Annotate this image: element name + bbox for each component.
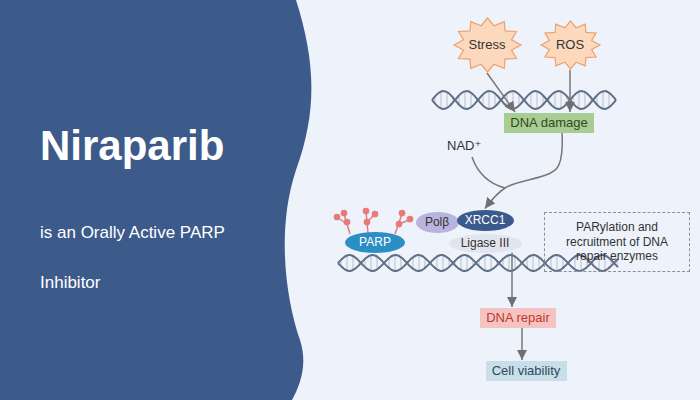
- node-text: Cell viability: [492, 363, 561, 379]
- dna-strand: [432, 91, 616, 109]
- burst-shape: [454, 18, 521, 72]
- stressor-burst: Stress: [453, 17, 522, 73]
- title-panel: [0, 0, 311, 400]
- base-pair: [584, 92, 585, 108]
- node-text: DNA repair: [486, 310, 550, 326]
- stressor-burst: ROS: [540, 20, 601, 70]
- base-pair: [470, 93, 471, 108]
- flow-arrow: [521, 328, 523, 360]
- node-text: ROS: [556, 37, 584, 53]
- base-pair: [464, 91, 465, 109]
- base-pair: [556, 255, 557, 271]
- par-chain: [344, 214, 350, 234]
- base-pair: [446, 92, 447, 108]
- base-pair: [554, 92, 555, 108]
- par-unit: [364, 219, 369, 224]
- base-pair: [560, 92, 561, 109]
- node-text: Polβ: [425, 215, 449, 229]
- outcome-box: Cell viability: [486, 361, 567, 381]
- base-pair: [376, 256, 377, 269]
- par-unit: [344, 219, 349, 224]
- par-unit: [363, 208, 368, 213]
- par-chain: [395, 214, 402, 234]
- node-text: DNA damage: [510, 115, 587, 131]
- subtitle: is an Orally Active PARP Inhibitor: [40, 208, 280, 308]
- base-pair: [512, 91, 513, 109]
- base-pair: [466, 255, 467, 270]
- par-unit: [399, 210, 404, 215]
- dna-strand: [432, 91, 616, 109]
- base-pair: [484, 255, 485, 270]
- node-text: Stress: [469, 37, 506, 53]
- base-pair: [400, 257, 401, 269]
- base-pair: [412, 257, 413, 269]
- node-text: XRCC1: [465, 213, 506, 227]
- base-pair: [490, 256, 491, 270]
- burst-shape: [541, 21, 600, 69]
- node-text: PARP: [359, 235, 391, 249]
- base-pair: [346, 255, 347, 270]
- protein-ellipse: Ligase III: [449, 234, 522, 253]
- outcome-box: DNA repair: [480, 308, 556, 328]
- base-pair: [488, 91, 489, 109]
- flow-arrow: [511, 253, 513, 308]
- base-pair: [602, 91, 603, 109]
- base-pair: [608, 93, 609, 108]
- base-pair: [436, 256, 437, 269]
- flow-arrow: [487, 73, 515, 112]
- par-unit: [407, 216, 412, 221]
- base-pair: [442, 255, 443, 271]
- nad-feed-line: [472, 157, 505, 188]
- base-pair: [460, 256, 461, 270]
- par-unit: [341, 210, 346, 215]
- node-text: PARylation and recruitment of DNA repair…: [553, 220, 681, 263]
- par-unit: [396, 221, 401, 226]
- base-pair: [532, 255, 533, 271]
- flow-arrow: [569, 70, 571, 112]
- base-pair: [578, 92, 579, 109]
- base-pair: [394, 255, 395, 271]
- cofactor-label: NAD⁺: [447, 138, 481, 154]
- protein-ellipse: Polβ: [416, 212, 459, 233]
- protein-ellipse: PARP: [345, 232, 405, 253]
- event-box: DNA damage: [504, 113, 594, 133]
- note-box: PARylation and recruitment of DNA repair…: [544, 212, 690, 271]
- par-unit: [372, 211, 377, 216]
- par-unit: [334, 214, 339, 219]
- base-pair: [574, 256, 575, 269]
- base-pair: [370, 255, 371, 271]
- flow-arrow: [485, 133, 562, 209]
- base-pair: [494, 93, 495, 106]
- base-pair: [530, 93, 531, 108]
- base-pair: [508, 255, 509, 271]
- base-pair: [538, 257, 539, 269]
- base-pair: [352, 256, 353, 270]
- protein-ellipse: XRCC1: [457, 210, 514, 231]
- title: Niraparib: [40, 122, 224, 170]
- base-pair: [550, 257, 551, 269]
- base-pair: [418, 255, 419, 271]
- par-chains: [334, 208, 412, 234]
- node-text: Ligase III: [461, 236, 510, 250]
- base-pair: [536, 91, 537, 109]
- base-pair: [514, 256, 515, 269]
- base-pair: [440, 92, 441, 109]
